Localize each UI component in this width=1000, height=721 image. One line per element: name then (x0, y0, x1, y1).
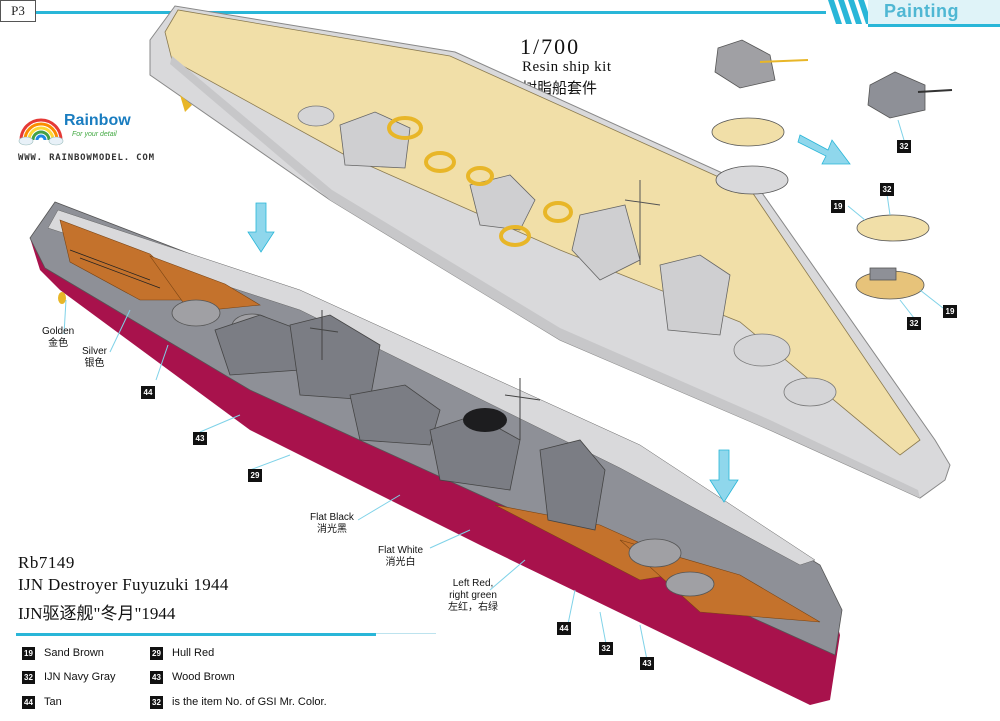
callout-nav-lights: Left Red, right green 左红，右绿 (448, 578, 498, 614)
section-tab (868, 0, 1000, 27)
brand-name: Rainbow (64, 112, 131, 129)
badge-19-boat: 19 (831, 200, 845, 213)
parts-render (711, 39, 953, 300)
callout-flat-white-cn: 消光白 (385, 557, 416, 568)
badge-32-bow: 32 (599, 642, 613, 655)
callout-flat-white-en: Flat White (378, 545, 424, 556)
legend-label-tan: Tan (44, 696, 62, 708)
footer-rule (16, 633, 376, 636)
badge-43-hull: 43 (193, 432, 207, 445)
arrows (247, 134, 851, 503)
callout-golden: Golden 金色 (42, 326, 74, 350)
callout-lights-cn: 左红，右绿 (448, 602, 498, 613)
page-number: P3 (0, 0, 36, 22)
legend-code-note: 32 (150, 696, 163, 709)
callout-silver-en: Silver (82, 346, 108, 357)
badge-44-hull: 44 (141, 386, 155, 399)
leader-lines (63, 119, 944, 661)
legend-label-hull-red: Hull Red (172, 647, 215, 659)
legend-code-32: 32 (22, 671, 35, 684)
callout-silver: Silver 银色 (82, 346, 107, 370)
brand-tagline: For your detail (72, 131, 117, 138)
legend-code-43: 43 (150, 671, 163, 684)
top-ship-render (149, 5, 951, 499)
callout-flat-black: Flat Black 消光黑 (310, 512, 354, 536)
kit-scale: 1/700 (520, 34, 581, 59)
badge-32-boat: 32 (880, 183, 894, 196)
legend-code-44: 44 (22, 696, 35, 709)
callout-lights-en-2: right green (449, 590, 497, 601)
callout-flat-white: Flat White 消光白 (378, 545, 423, 569)
kit-type-en: Resin ship kit (522, 59, 612, 75)
callout-flat-black-cn: 消光黑 (316, 524, 347, 535)
badge-43-bow: 43 (640, 657, 654, 670)
bottom-ship-render (29, 201, 843, 705)
legend-note: is the item No. of GSI Mr. Color. (172, 696, 327, 708)
legend-label-wood-brown: Wood Brown (172, 671, 235, 683)
legend-label-navy-gray: IJN Navy Gray (44, 671, 116, 683)
badge-19-launch: 19 (943, 305, 957, 318)
product-name-en: IJN Destroyer Fuyuzuki 1944 (18, 575, 229, 594)
callout-lights-en-1: Left Red, (452, 578, 494, 589)
rainbow-logo-icon (18, 118, 64, 146)
legend-code-19: 19 (22, 647, 35, 660)
badge-29-hull: 29 (248, 469, 262, 482)
legend-label-sand-brown: Sand Brown (44, 647, 104, 659)
section-title: Painting (884, 1, 959, 21)
header-rule (36, 11, 826, 14)
callout-golden-cn: 金色 (48, 338, 69, 349)
product-code: Rb7149 (18, 553, 75, 572)
badge-44-bow: 44 (557, 622, 571, 635)
brand-website: WWW. RAINBOWMODEL. COM (18, 153, 155, 163)
callout-silver-cn: 银色 (84, 358, 105, 369)
badge-32-launch: 32 (907, 317, 921, 330)
badge-32-turret: 32 (897, 140, 911, 153)
footer-rule-thin (376, 633, 436, 634)
callout-golden-en: Golden (42, 326, 75, 337)
product-name-cn: IJN驱逐舰"冬月"1944 (18, 604, 176, 623)
callout-flat-black-en: Flat Black (310, 512, 354, 523)
legend-code-29: 29 (150, 647, 163, 660)
